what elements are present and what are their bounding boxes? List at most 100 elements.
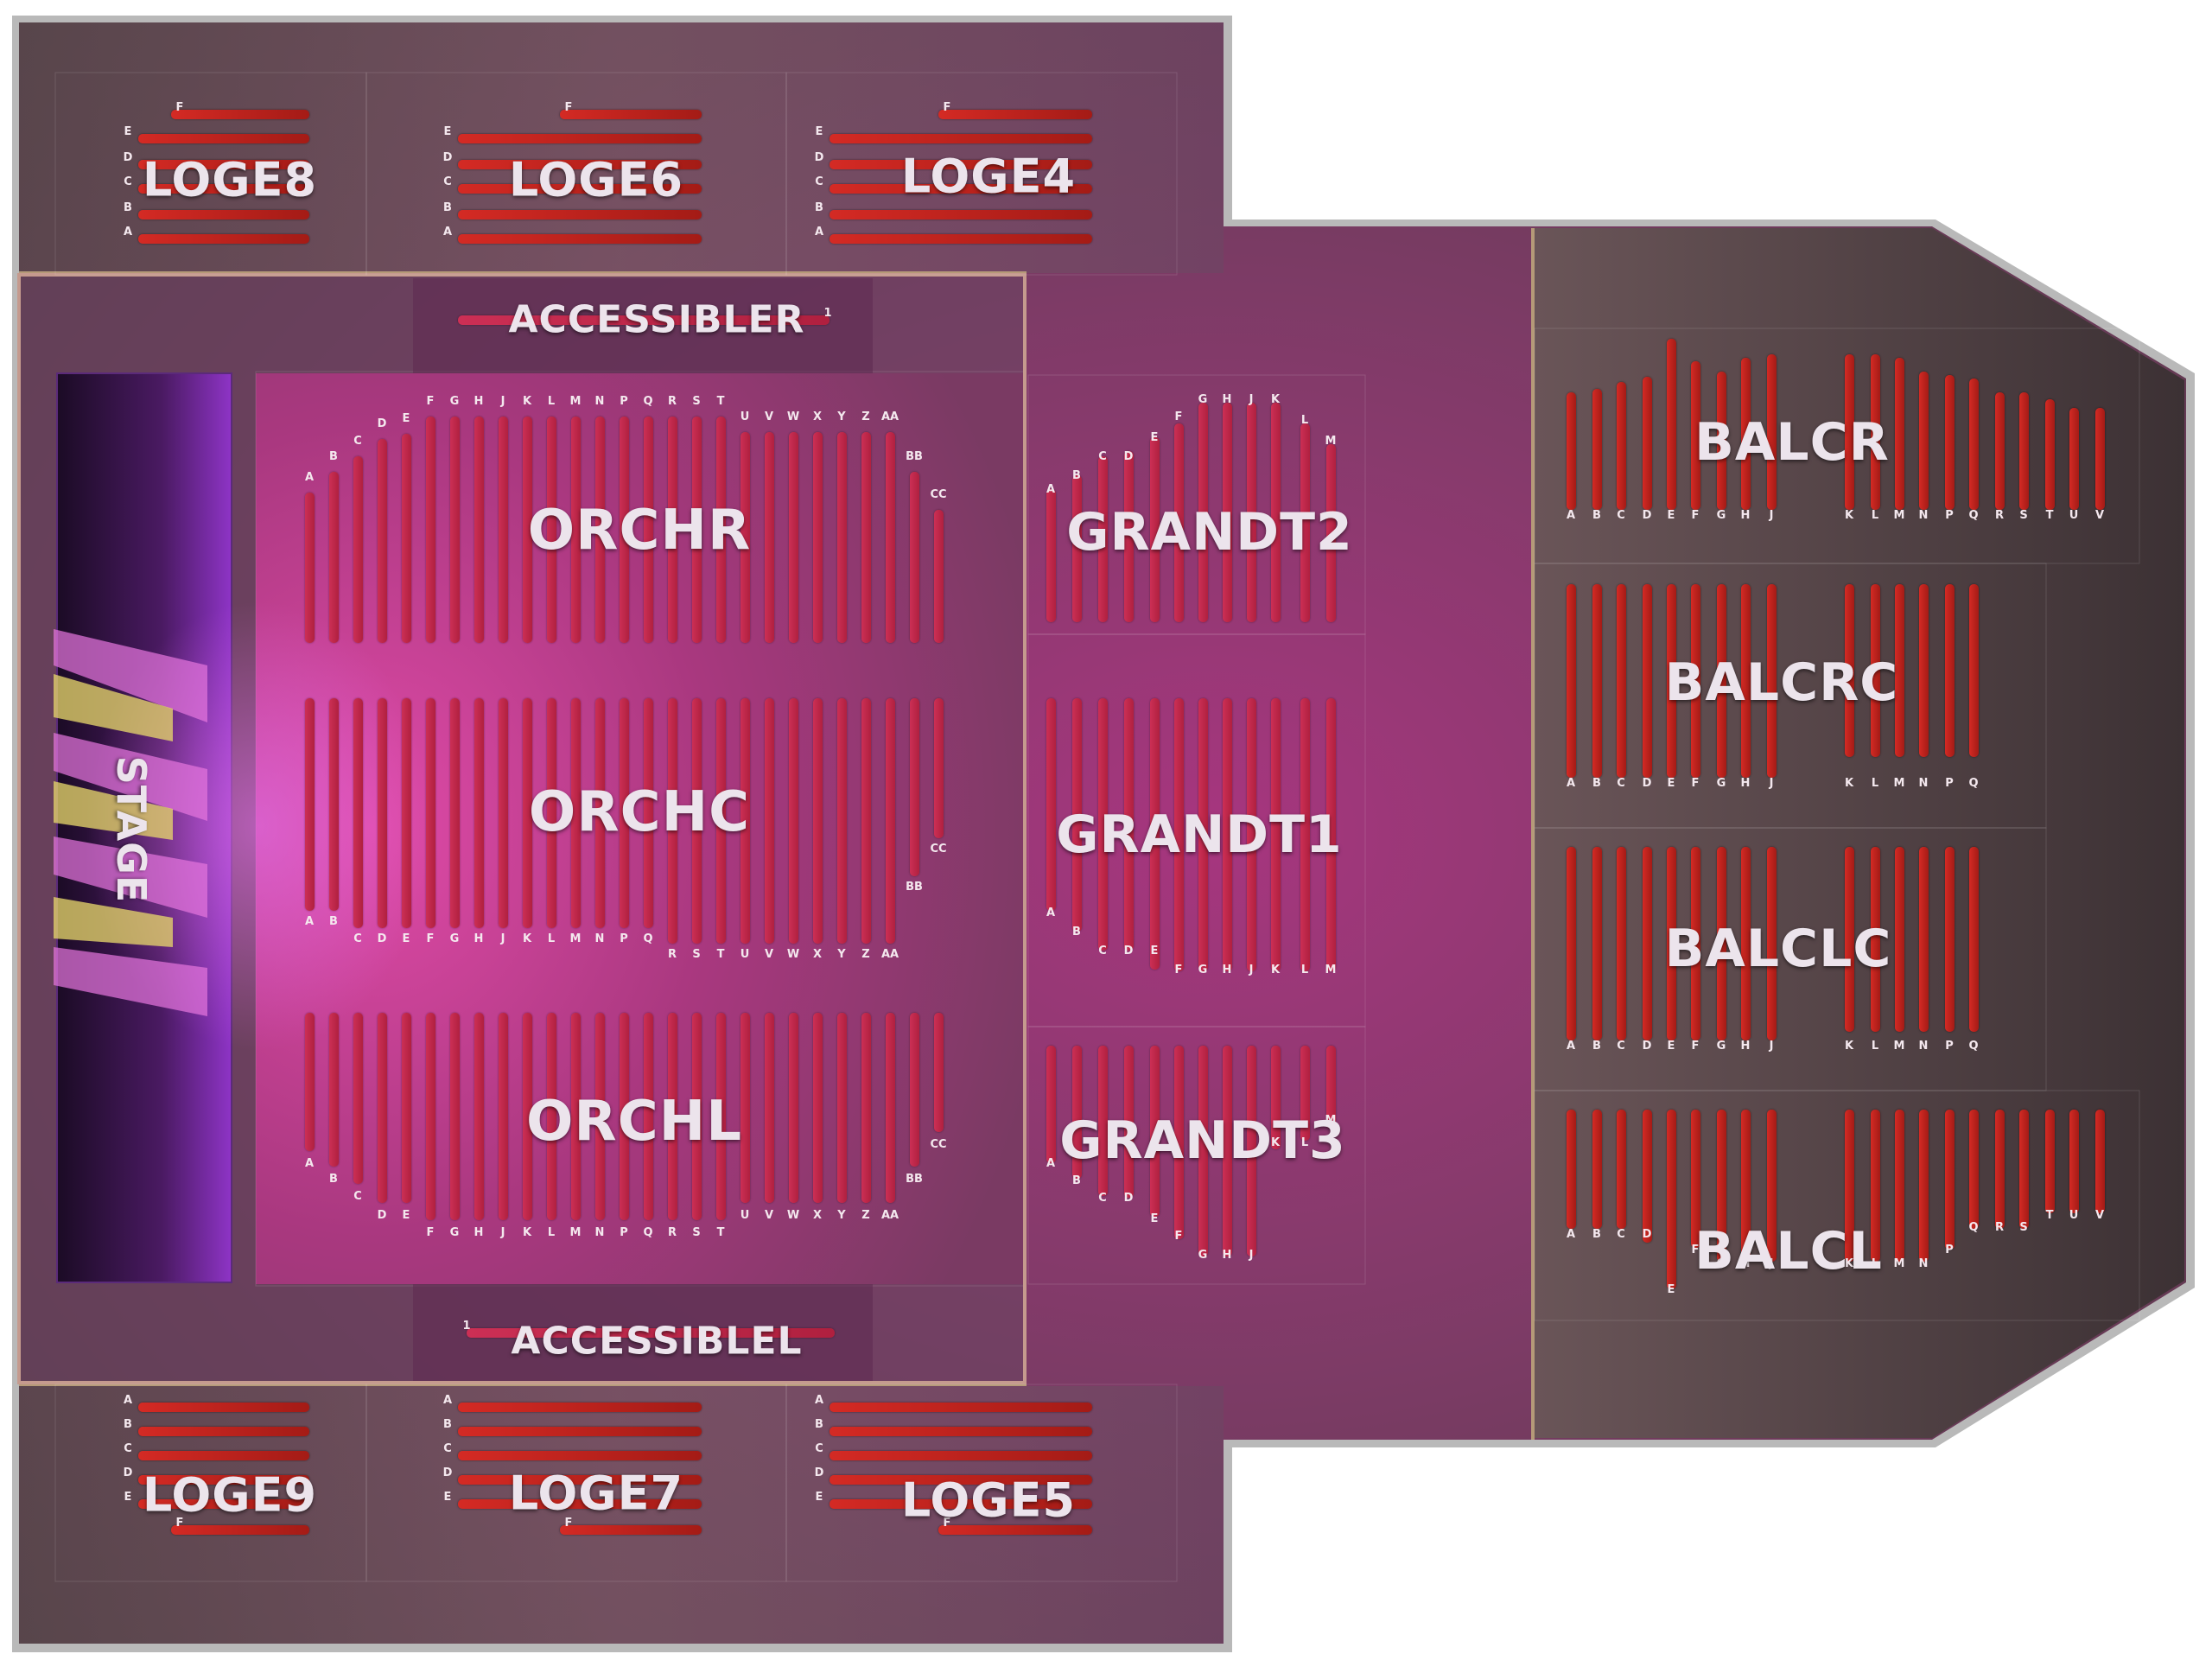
seat-row[interactable]	[1667, 1110, 1676, 1289]
seat-row[interactable]	[378, 1013, 387, 1203]
seat-row[interactable]	[2045, 399, 2055, 510]
seat-row[interactable]	[830, 1403, 1092, 1412]
seat-row[interactable]	[450, 1013, 460, 1220]
seat-row[interactable]	[1098, 456, 1108, 622]
seat-row[interactable]	[910, 698, 919, 876]
seat-row[interactable]	[692, 1013, 702, 1220]
seat-row[interactable]	[789, 698, 798, 944]
seat-row[interactable]	[138, 1499, 309, 1509]
seat-row[interactable]	[1567, 584, 1576, 778]
seat-row[interactable]	[1945, 584, 1955, 757]
seat-row[interactable]	[547, 1013, 556, 1220]
seat-row[interactable]	[499, 698, 508, 928]
seat-row[interactable]	[1741, 584, 1751, 778]
seat-row[interactable]	[1300, 698, 1310, 971]
seat-row[interactable]	[830, 1451, 1092, 1460]
seat-row[interactable]	[1150, 437, 1160, 622]
seat-row[interactable]	[837, 432, 847, 643]
seat-row[interactable]	[1767, 847, 1777, 1040]
seat-row[interactable]	[329, 1013, 339, 1167]
seat-row[interactable]	[305, 493, 315, 643]
seat-row[interactable]	[547, 698, 556, 928]
seat-row[interactable]	[1300, 1046, 1310, 1141]
seat-row[interactable]	[692, 417, 702, 643]
seat-row[interactable]	[1223, 698, 1232, 971]
seat-row[interactable]	[1895, 358, 1904, 510]
seat-row[interactable]	[1717, 584, 1726, 778]
seat-row[interactable]	[830, 1427, 1092, 1436]
seat-row[interactable]	[1198, 1046, 1208, 1256]
seat-row[interactable]	[765, 698, 774, 944]
seat-row[interactable]	[934, 1013, 944, 1132]
seat-row[interactable]	[474, 698, 484, 928]
seat-row[interactable]	[934, 510, 944, 643]
seat-row[interactable]	[668, 698, 677, 944]
seat-row[interactable]	[1767, 354, 1777, 510]
seat-row[interactable]	[353, 456, 363, 643]
seat-row[interactable]	[2095, 1110, 2105, 1213]
seat-row[interactable]	[1741, 1110, 1751, 1262]
seat-row[interactable]	[329, 698, 339, 911]
seat-row[interactable]	[765, 432, 774, 643]
seat-row[interactable]	[458, 315, 830, 325]
seat-row[interactable]	[378, 698, 387, 928]
seat-row[interactable]	[458, 1499, 702, 1509]
seat-row[interactable]	[886, 432, 895, 643]
seat-row[interactable]	[2019, 1110, 2029, 1229]
seat-row[interactable]	[1717, 1110, 1726, 1262]
seat-row[interactable]	[547, 417, 556, 643]
seat-row[interactable]	[1643, 1110, 1652, 1243]
seat-row[interactable]	[1995, 1110, 2005, 1229]
seat-row[interactable]	[765, 1013, 774, 1203]
seat-row[interactable]	[1592, 1110, 1602, 1229]
seat-row[interactable]	[458, 1451, 702, 1460]
seat-row[interactable]	[571, 698, 581, 928]
seat-row[interactable]	[2069, 1110, 2079, 1213]
seat-row[interactable]	[138, 1427, 309, 1436]
seat-row[interactable]	[1895, 584, 1904, 757]
seat-row[interactable]	[1919, 584, 1929, 757]
seat-row[interactable]	[426, 698, 435, 928]
seat-row[interactable]	[1567, 392, 1576, 510]
seat-row[interactable]	[1643, 584, 1652, 778]
seat-row[interactable]	[1969, 1110, 1979, 1229]
seat-row[interactable]	[171, 1525, 309, 1535]
seat-row[interactable]	[692, 698, 702, 944]
seat-row[interactable]	[138, 160, 309, 169]
seat-row[interactable]	[353, 698, 363, 928]
seat-row[interactable]	[467, 1328, 835, 1338]
seat-row[interactable]	[644, 417, 653, 643]
seat-row[interactable]	[1995, 392, 2005, 510]
seat-row[interactable]	[458, 184, 702, 194]
seat-row[interactable]	[138, 210, 309, 219]
seat-row[interactable]	[1845, 354, 1854, 510]
seat-row[interactable]	[1072, 1046, 1082, 1179]
seat-row[interactable]	[741, 1013, 750, 1203]
seat-row[interactable]	[813, 1013, 823, 1203]
seat-row[interactable]	[1895, 847, 1904, 1032]
seat-row[interactable]	[1247, 698, 1256, 971]
seat-row[interactable]	[1741, 358, 1751, 510]
seat-row[interactable]	[426, 1013, 435, 1220]
seat-row[interactable]	[305, 1013, 315, 1151]
seat-row[interactable]	[716, 698, 726, 944]
seat-row[interactable]	[830, 134, 1092, 143]
seat-row[interactable]	[1198, 403, 1208, 622]
seat-row[interactable]	[1969, 847, 1979, 1032]
seat-row[interactable]	[830, 1499, 1092, 1509]
seat-row[interactable]	[1271, 698, 1281, 971]
seat-row[interactable]	[571, 1013, 581, 1220]
seat-row[interactable]	[1969, 584, 1979, 757]
seat-row[interactable]	[1691, 361, 1700, 510]
seat-row[interactable]	[499, 1013, 508, 1220]
seat-row[interactable]	[1945, 1110, 1955, 1250]
seat-row[interactable]	[458, 234, 702, 244]
seat-row[interactable]	[474, 1013, 484, 1220]
seat-row[interactable]	[1592, 847, 1602, 1040]
seat-row[interactable]	[458, 134, 702, 143]
seat-row[interactable]	[1174, 423, 1184, 622]
seat-row[interactable]	[1124, 451, 1134, 622]
seat-row[interactable]	[861, 432, 871, 643]
seat-row[interactable]	[1845, 1110, 1854, 1262]
seat-row[interactable]	[1592, 389, 1602, 510]
